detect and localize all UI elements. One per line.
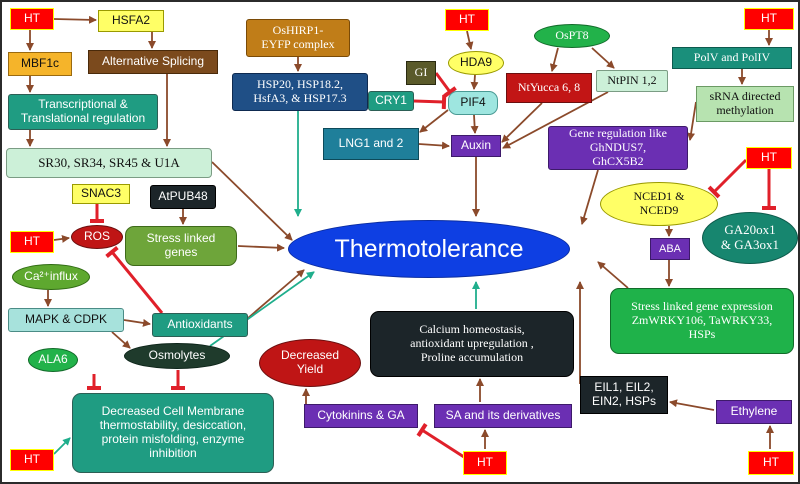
mbf1c-box: MBF1c	[8, 52, 72, 76]
transcriptional-regulation-box: Transcriptional & Translational regulati…	[8, 94, 158, 130]
hsp-proteins-box: HSP20, HSP18.2, HsfA3, & HSP17.3	[232, 73, 368, 111]
hda9-to-pif4-arrow	[470, 74, 479, 90]
ros-oval: ROS	[71, 225, 123, 249]
ospt8-to-ntpin-arrow	[591, 47, 615, 69]
stress-gene-expression-box: Stress linked gene expression ZmWRKY106,…	[610, 288, 794, 354]
ht-to-hsfa2-arrow	[53, 15, 97, 24]
antioxidants-inhibit-ros-arrow	[110, 251, 164, 314]
mapk-to-antioxidants-arrow	[123, 318, 151, 327]
gi-inhibits-pif4-inhibition-bar	[443, 86, 457, 98]
ht-ros-box: HT	[10, 231, 54, 253]
oshirp1-complex-box: OsHIRP1- EYFP complex	[246, 19, 350, 57]
ht-inhibits-nced-arrow	[712, 158, 748, 194]
ht-right-box: HT	[746, 147, 792, 169]
ht-bottom-middle-box: HT	[463, 451, 507, 475]
mapk-cdpk-box: MAPK & CDPK	[8, 308, 124, 332]
pif4-to-auxin-arrow	[470, 114, 479, 134]
pif4-to-lng1-arrow	[419, 109, 449, 133]
stress-linked-genes-box: Stress linked genes	[125, 226, 237, 266]
arrow-group	[26, 15, 776, 459]
cry1-box: CRY1	[368, 91, 414, 111]
ht-inhibits-nced-inhibition-bar	[707, 185, 721, 199]
ht-inhibits-cytokinins-arrow	[421, 428, 465, 459]
ca-influx-oval: Ca²⁺influx	[12, 264, 90, 290]
mapk-to-osmolytes-arrow	[111, 331, 131, 349]
ht-top-left-box: HT	[10, 8, 54, 30]
ht-to-membrane-arrow	[53, 437, 71, 455]
membrane-damage-box: Decreased Cell Membrane thermostability,…	[72, 393, 274, 473]
ospt8-oval: OsPT8	[534, 24, 610, 48]
atpub48-box: AtPUB48	[150, 185, 216, 209]
ht-top-middle-box: HT	[445, 9, 489, 31]
ala6-oval: ALA6	[28, 348, 78, 372]
ntyucca-to-auxin-arrow	[501, 102, 543, 143]
antioxidants-inhibit-ros-inhibition-bar	[105, 246, 119, 258]
ht-to-ros-arrow	[53, 234, 70, 243]
stress-genes-to-thermotolerance-arrow	[237, 243, 285, 252]
decreased-yield-oval: Decreased Yield	[259, 339, 361, 387]
thermotolerance-oval: Thermotolerance	[288, 220, 570, 278]
nced-oval: NCED1 & NCED9	[600, 182, 718, 226]
osmolytes-oval: Osmolytes	[124, 343, 230, 369]
sr-to-thermotolerance-arrow	[211, 161, 293, 241]
srna-to-gene-regulation-arrow	[687, 101, 697, 141]
ht-inhibits-cytokinins-inhibition-bar	[416, 423, 428, 437]
stress-expression-to-thermotolerance-arrow	[597, 261, 629, 289]
ht-bottom-left-box: HT	[10, 449, 54, 471]
gene-regulation-box: Gene regulation like GhNDUS7, GhCX5B2	[548, 126, 688, 170]
calcium-homeostasis-box: Calcium homeostasis, antioxidant upregul…	[370, 311, 574, 377]
gi-box: GI	[406, 61, 436, 85]
auxin-box: Auxin	[451, 135, 501, 157]
hda9-oval: HDA9	[448, 51, 504, 75]
ntpin-box: NtPIN 1,2	[596, 70, 668, 92]
ht-top-right-box: HT	[744, 8, 794, 30]
gene-regulation-to-thermotolerance-arrow	[580, 169, 599, 225]
ospt8-to-ntyucca-arrow	[549, 47, 559, 72]
sr-proteins-box: SR30, SR34, SR45 & U1A	[6, 148, 212, 178]
antioxidants-box: Antioxidants	[152, 313, 248, 337]
alternative-splicing-box: Alternative Splicing	[88, 50, 218, 74]
ga20ox-oval: GA20ox1 & GA3ox1	[702, 212, 798, 264]
hsfa2-box: HSFA2	[98, 10, 164, 32]
ethylene-to-eil-arrow	[669, 399, 715, 411]
lng1-to-auxin-arrow	[418, 141, 450, 150]
srna-methylation-box: sRNA directed methylation	[696, 86, 794, 122]
ntyucca-box: NtYucca 6, 8	[506, 73, 592, 103]
antioxidants-to-thermotolerance-arrow	[247, 269, 305, 319]
ht-bottom-right-box: HT	[748, 451, 794, 475]
sa-derivatives-box: SA and its derivatives	[434, 404, 572, 428]
lng1-box: LNG1 and 2	[323, 128, 419, 160]
pif4-box: PIF4	[448, 91, 498, 115]
gi-inhibits-pif4-arrow	[434, 72, 452, 93]
snac3-box: SNAC3	[72, 184, 130, 204]
cry1-inhibits-pif4-arrow	[413, 99, 445, 104]
eil-ein2-box: EIL1, EIL2, EIN2, HSPs	[580, 376, 668, 414]
aba-box: ABA	[650, 238, 690, 260]
ht-to-hda9-arrow	[465, 30, 474, 50]
ethylene-box: Ethylene	[716, 400, 792, 424]
polv-poliv-box: PolV and PolIV	[672, 47, 792, 69]
cytokinins-ga-box: Cytokinins & GA	[304, 404, 418, 428]
